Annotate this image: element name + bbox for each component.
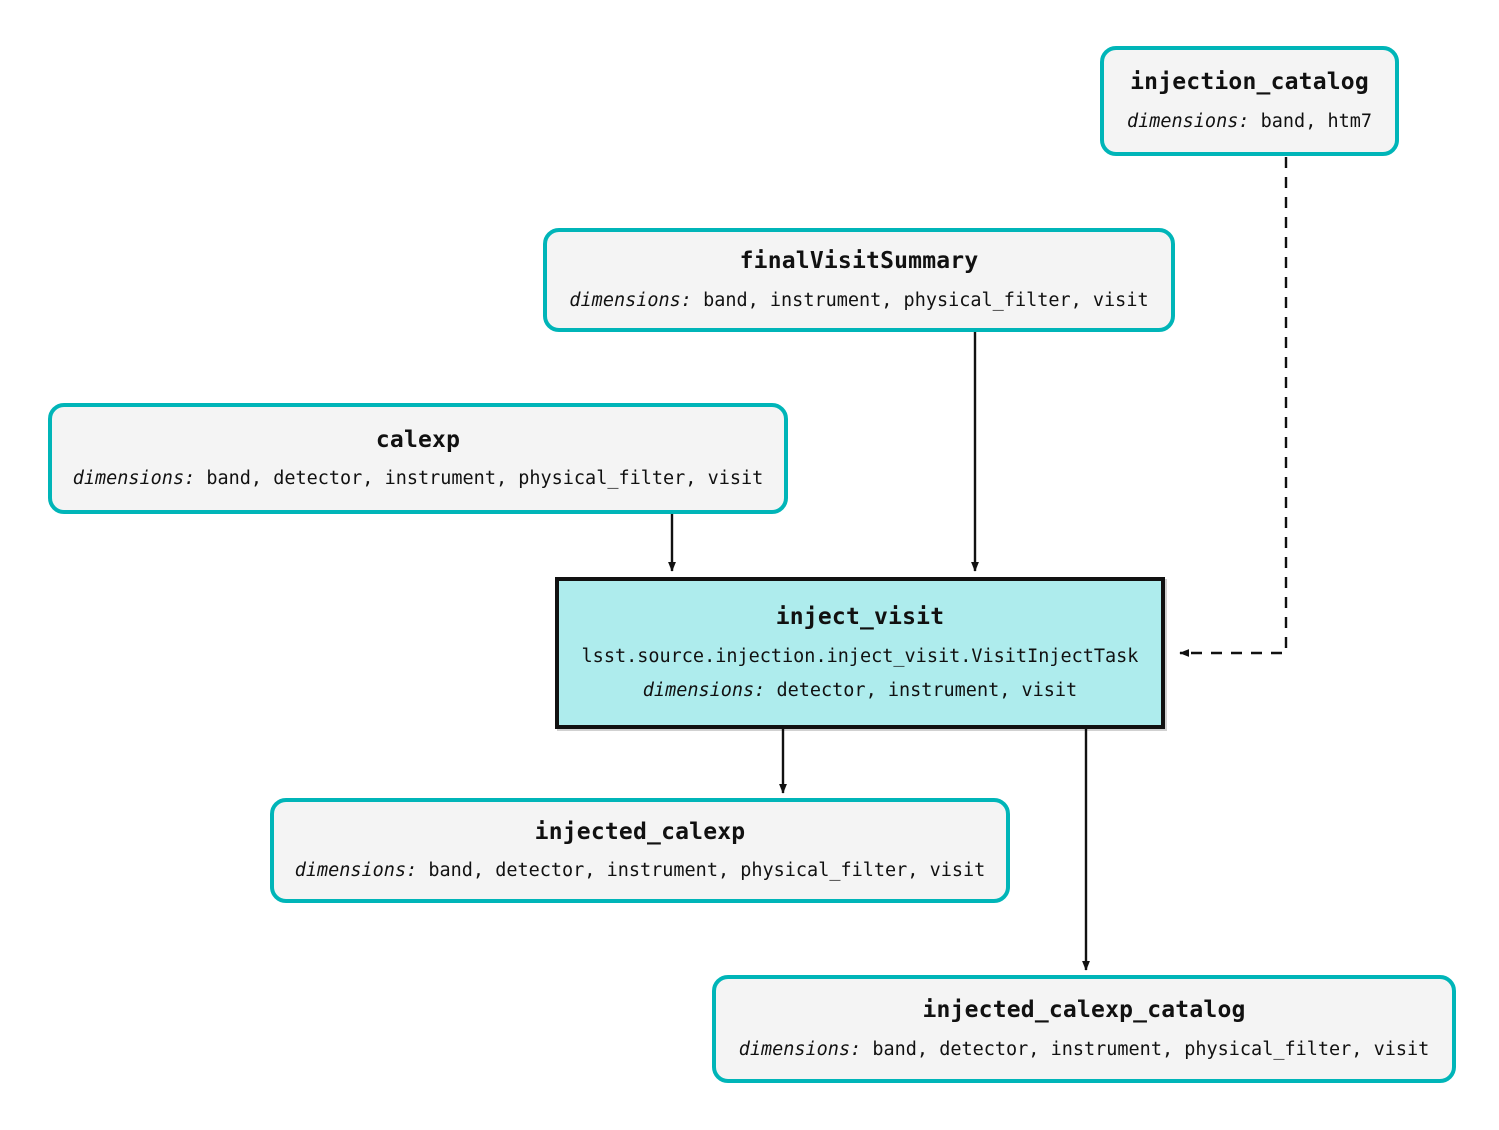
node-calexp[interactable]: calexp dimensions: band, detector, instr…: [48, 403, 788, 514]
dimensions-label: dimensions:: [1126, 110, 1250, 132]
node-injection-catalog[interactable]: injection_catalog dimensions: band, htm7: [1100, 46, 1399, 156]
node-title-injected-calexp-catalog: injected_calexp_catalog: [922, 997, 1246, 1024]
node-dimensions-injected-calexp-catalog: dimensions: band, detector, instrument, …: [739, 1038, 1430, 1061]
node-dimensions-calexp: dimensions: band, detector, instrument, …: [73, 467, 764, 490]
node-task-class-inject-visit: lsst.source.injection.inject_visit.Visit…: [581, 645, 1139, 667]
dimensions-value: band, detector, instrument, physical_fil…: [417, 860, 986, 882]
dimensions-label: dimensions:: [569, 289, 692, 311]
dimensions-value: band, htm7: [1249, 110, 1373, 132]
node-title-final-visit-summary: finalVisitSummary: [739, 248, 979, 275]
dimensions-label: dimensions:: [294, 860, 418, 882]
node-dimensions-final-visit-summary: dimensions: band, instrument, physical_f…: [569, 289, 1148, 312]
node-title-injection-catalog: injection_catalog: [1130, 69, 1369, 96]
dimensions-label: dimensions:: [738, 1038, 862, 1060]
dimensions-value: band, detector, instrument, physical_fil…: [195, 468, 764, 490]
dimensions-label: dimensions:: [642, 679, 766, 701]
node-inject-visit-task[interactable]: inject_visit lsst.source.injection.injec…: [555, 577, 1165, 729]
dimensions-value: detector, instrument, visit: [765, 679, 1078, 701]
edge-injection-catalog-to-inject-visit: [1179, 157, 1288, 657]
node-dimensions-injected-calexp: dimensions: band, detector, instrument, …: [295, 859, 986, 882]
node-dimensions-injection-catalog: dimensions: band, htm7: [1127, 110, 1372, 133]
node-dimensions-inject-visit: dimensions: detector, instrument, visit: [643, 679, 1077, 702]
node-final-visit-summary[interactable]: finalVisitSummary dimensions: band, inst…: [543, 228, 1175, 332]
dimensions-label: dimensions:: [72, 468, 196, 490]
node-title-injected-calexp: injected_calexp: [534, 818, 746, 845]
node-injected-calexp[interactable]: injected_calexp dimensions: band, detect…: [270, 798, 1010, 903]
node-injected-calexp-catalog[interactable]: injected_calexp_catalog dimensions: band…: [712, 975, 1456, 1083]
dimensions-value: band, instrument, physical_filter, visit: [691, 289, 1149, 311]
node-title-calexp: calexp: [375, 426, 461, 453]
node-title-inject-visit: inject_visit: [775, 604, 945, 631]
dimensions-value: band, detector, instrument, physical_fil…: [861, 1038, 1430, 1060]
